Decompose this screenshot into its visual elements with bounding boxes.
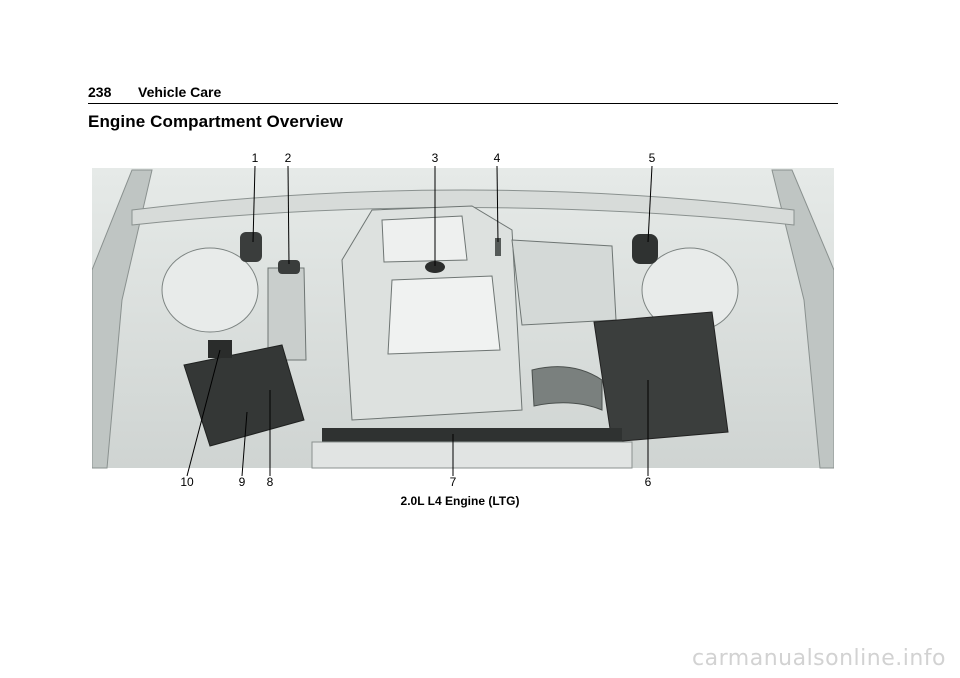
- oil-dipstick: [495, 238, 501, 256]
- page-title: Engine Compartment Overview: [88, 112, 343, 131]
- callout-10: 10: [180, 475, 194, 489]
- callout-5: 5: [648, 151, 656, 165]
- page-header: 238 Vehicle Care: [88, 84, 838, 102]
- section-name: Vehicle Care: [138, 84, 222, 100]
- callout-8: 8: [266, 475, 274, 489]
- oil-fill-cap: [425, 261, 445, 273]
- watermark: carmanualsonline.info: [692, 646, 946, 671]
- brake-fluid-reservoir: [240, 232, 262, 262]
- leader-line-9: [241, 411, 248, 477]
- engine-compartment-illustration: [92, 150, 834, 490]
- callout-6: 6: [644, 475, 652, 489]
- air-intake-duct: [531, 366, 603, 411]
- callout-7: 7: [449, 475, 457, 489]
- fuse-block: [183, 344, 305, 447]
- callout-2: 2: [284, 151, 292, 165]
- leader-lines: [186, 165, 653, 477]
- radiator-support: [322, 428, 622, 442]
- front-bumper-area: [311, 441, 633, 469]
- leader-line-2: [287, 165, 290, 265]
- engine-cover: [387, 275, 501, 355]
- intake-manifold: [381, 215, 468, 263]
- air-cleaner-filter: [593, 311, 729, 443]
- callout-3: 3: [431, 151, 439, 165]
- right-fender: [771, 169, 834, 469]
- washer-fluid-reservoir: [632, 234, 658, 264]
- coolant-cap: [278, 260, 300, 274]
- leader-line-10: [186, 349, 221, 477]
- left-fender: [92, 169, 153, 469]
- callout-9: 9: [238, 475, 246, 489]
- figure-caption: 2.0L L4 Engine (LTG): [400, 494, 520, 508]
- header-rule: [88, 103, 838, 104]
- callout-1: 1: [251, 151, 259, 165]
- turbo-area: [511, 239, 617, 326]
- left-strut-tower: [161, 247, 259, 333]
- callout-4: 4: [493, 151, 501, 165]
- engine-illustration-svg: [92, 165, 834, 477]
- page-number: 238: [88, 84, 112, 100]
- battery-terminal: [208, 340, 232, 358]
- leader-line-5: [647, 165, 653, 243]
- leader-line-4: [496, 165, 499, 243]
- leader-line-1: [252, 165, 256, 243]
